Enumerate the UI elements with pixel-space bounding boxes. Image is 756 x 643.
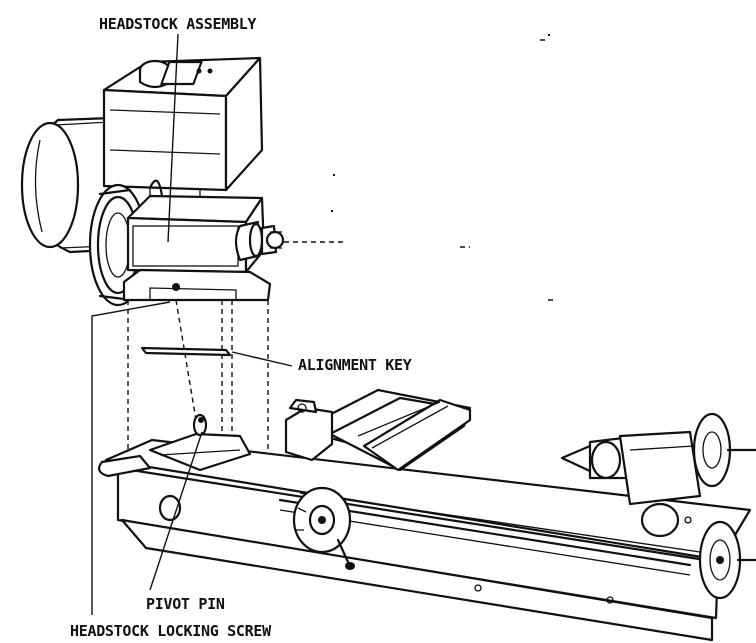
leader-lines: [91, 33, 203, 615]
headstock-block: [122, 194, 285, 302]
tailstock: [560, 412, 756, 600]
alignment-key: [140, 346, 293, 367]
assembly-guides: [127, 39, 555, 460]
label-headstock-locking-screw: HEADSTOCK LOCKING SCREW: [70, 622, 272, 640]
switch-box: [160, 60, 203, 86]
spindle-nose-icon: [265, 230, 285, 250]
motor-housing: [102, 56, 264, 215]
carriage: [284, 388, 472, 570]
label-headstock-assembly: HEADSTOCK ASSEMBLY: [99, 15, 256, 33]
tailstock-handwheel-upper: [692, 412, 732, 488]
pivot-pin: [148, 413, 252, 472]
scan-specks: [331, 34, 550, 212]
label-pivot-pin: PIVOT PIN: [146, 595, 225, 613]
lathe-bed: [98, 438, 752, 642]
locking-screw-hole: [172, 283, 180, 291]
label-alignment-key: ALIGNMENT KEY: [298, 356, 412, 374]
motor: [20, 116, 114, 254]
